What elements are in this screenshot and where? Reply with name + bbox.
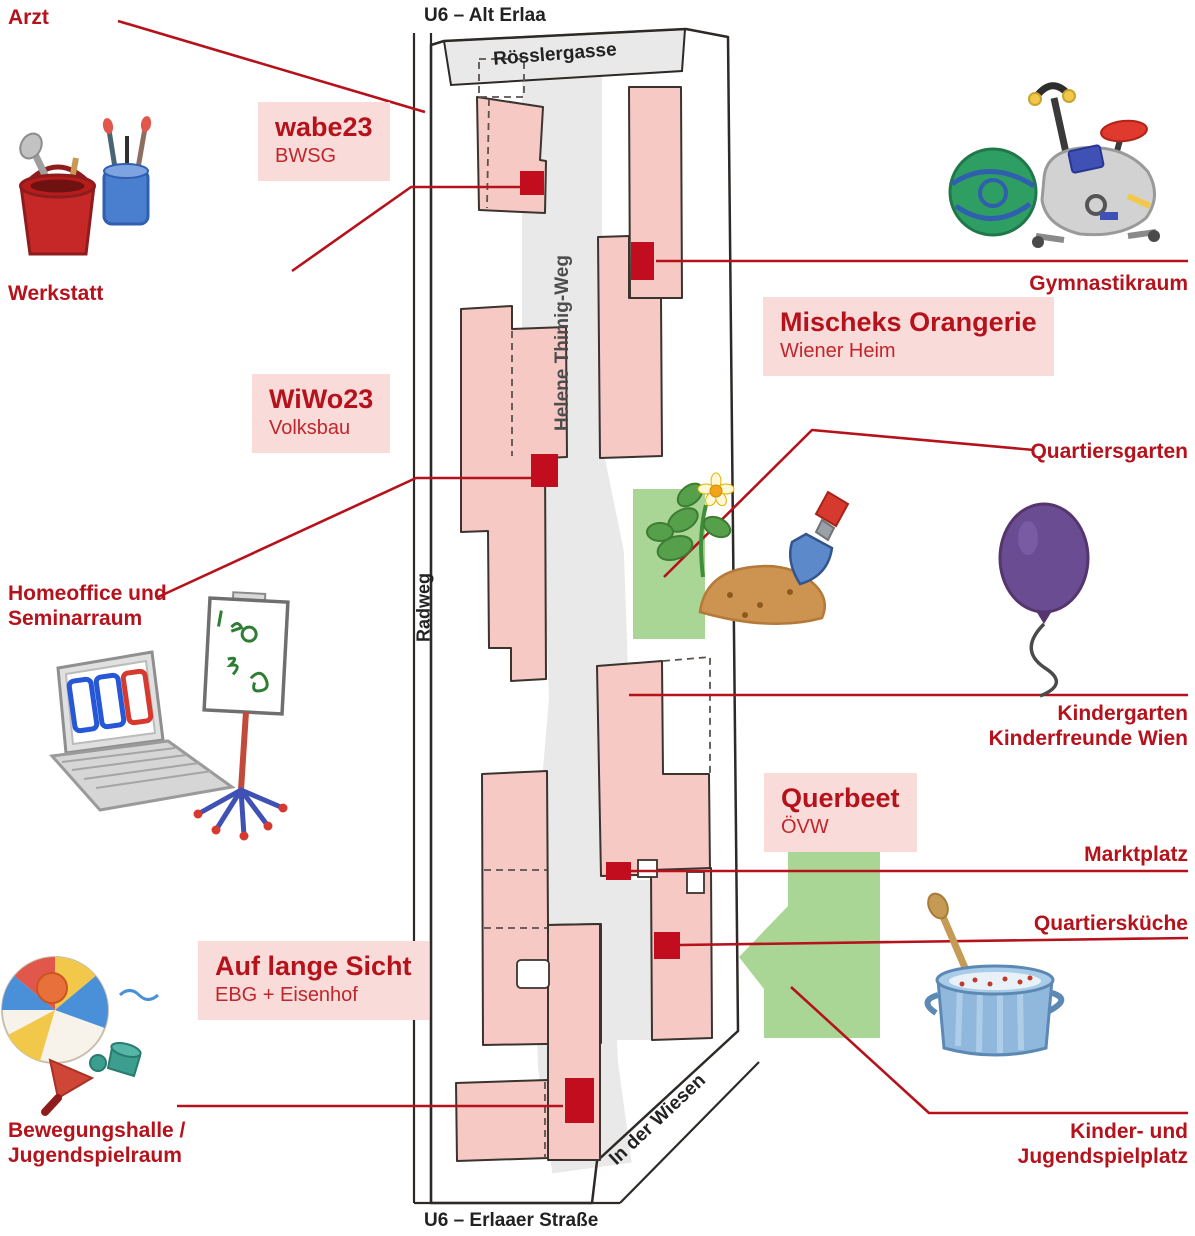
paint-bucket-and-brush-cup-illustration (19, 116, 152, 256)
project-title: wabe23 (275, 112, 373, 142)
window-square-kueche (686, 871, 705, 894)
buildings (455, 86, 713, 1162)
marktplatz-marker (606, 862, 631, 880)
project-subtitle: Wiener Heim (780, 340, 896, 363)
werkstatt-marker (520, 171, 544, 195)
project-box-querbeet: Querbeet ÖVW (764, 773, 917, 853)
window-square-querbeet (516, 959, 550, 989)
gymnastikraum-marker (631, 242, 654, 280)
window-square-kindergarten (637, 859, 658, 878)
homeoffice-marker (531, 454, 558, 487)
cooking-pot-illustration (924, 892, 1065, 1057)
quartierskueche-marker (654, 932, 680, 959)
project-subtitle: Volksbau (269, 417, 351, 440)
callout-label-bewegungshalle: Bewegungshalle / Jugendspielraum (8, 1119, 186, 1167)
street-label-helene-thimig-weg: Helene Thimig-Weg (552, 255, 573, 431)
building-auf-lange-sicht (455, 1079, 549, 1162)
project-box-wabe23: wabe23 BWSG (258, 102, 390, 182)
building-quartierskueche (650, 867, 713, 1041)
street-label-radweg: Radweg (413, 573, 434, 643)
dashed-outlines (478, 58, 711, 1158)
building-kindergarten (596, 660, 711, 877)
beach-ball-and-toys-illustration (1, 956, 160, 1116)
project-title: Querbeet (781, 783, 900, 813)
plant-soil-and-trowel-illustration (646, 472, 850, 626)
callout-line-arzt (117, 19, 426, 114)
callout-label-werkstatt: Werkstatt (8, 282, 104, 305)
laptop-and-flipchart-illustration (48, 591, 290, 841)
callout-line-quartierskueche (679, 936, 1189, 947)
flower-icon (697, 472, 735, 507)
project-subtitle: BWSG (275, 145, 337, 168)
project-subtitle: ÖVW (781, 816, 829, 839)
street-label-u6-alt-erlaa: U6 – Alt Erlaa (424, 5, 546, 26)
exercise-bike-and-gym-ball-illustration (948, 82, 1160, 248)
room-markers (520, 171, 680, 1123)
spielplatz-area (739, 843, 880, 1038)
callout-line-homeoffice (157, 476, 531, 599)
project-subtitle: EBG + Eisenhof (215, 984, 358, 1007)
callout-label-homeoffice: Homeoffice und Seminarraum (8, 582, 167, 630)
project-title: WiWo23 (269, 384, 374, 414)
balloon-illustration (998, 502, 1090, 698)
project-box-wiwo23: WiWo23 Volksbau (252, 374, 391, 454)
building-wiwo23 (460, 305, 568, 682)
building-querbeet-column (547, 923, 601, 1161)
path-patch (595, 880, 657, 1040)
callout-label-quartierskueche: Quartiersküche (1033, 912, 1188, 935)
street-label-u6-erlaaer-strasse: U6 – Erlaaer Straße (424, 1210, 599, 1231)
project-title: Mischeks Orangerie (780, 307, 1037, 337)
project-box-auf-lange-sicht: Auf lange Sicht EBG + Eisenhof (198, 941, 429, 1021)
callout-label-arzt: Arzt (8, 6, 49, 29)
in-der-wiesen-line (619, 1061, 760, 1204)
project-box-mischeks-orangerie: Mischeks Orangerie Wiener Heim (763, 297, 1054, 377)
callout-line-werkstatt (291, 185, 520, 273)
callout-label-quartiersgarten: Quartiersgarten (1030, 440, 1188, 463)
callout-line-spielplatz (790, 986, 1188, 1115)
bewegungshalle-marker (565, 1078, 594, 1123)
callout-label-gymnastikraum: Gymnastikraum (1029, 272, 1188, 295)
callout-label-spielplatz: Kinder- und Jugendspielplatz (1017, 1120, 1188, 1168)
building-mischeks-orangerie (597, 235, 663, 459)
callout-label-kindergarten: Kindergarten Kinderfreunde Wien (988, 702, 1188, 750)
project-title: Auf lange Sicht (215, 951, 412, 981)
callout-label-marktplatz: Marktplatz (1084, 843, 1188, 866)
